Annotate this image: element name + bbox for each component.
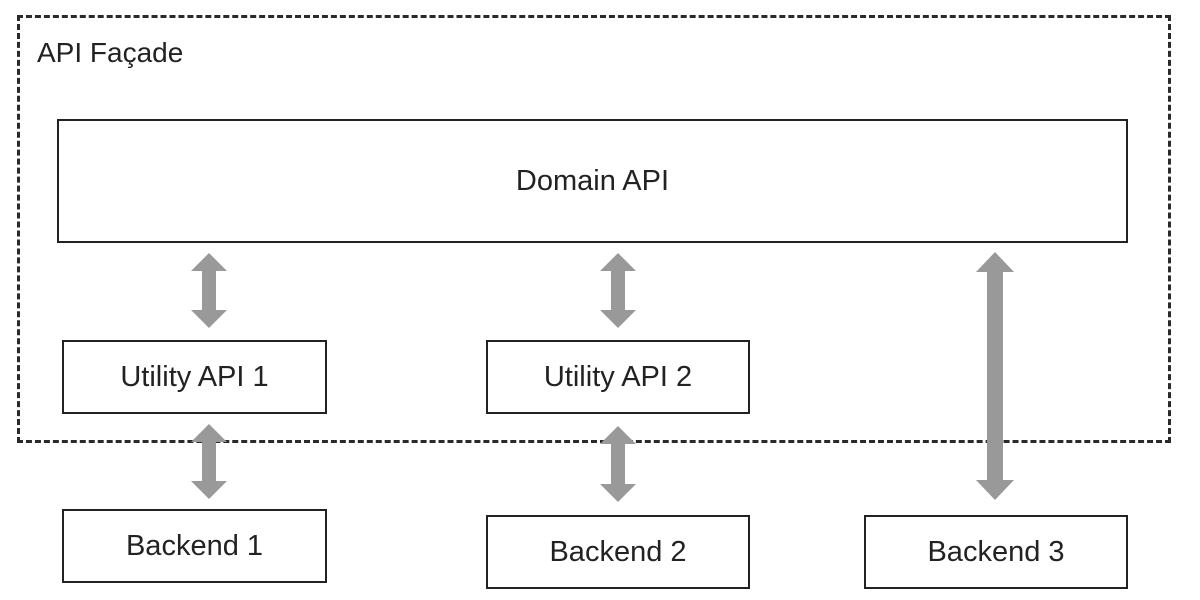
domain-api-label: Domain API <box>515 164 670 197</box>
utility-api-1-box: Utility API 1 <box>62 340 327 414</box>
backend-2-box: Backend 2 <box>486 515 750 589</box>
backend-3-box: Backend 3 <box>864 515 1128 589</box>
api-facade-boundary <box>17 15 1171 443</box>
utility-api-2-box: Utility API 2 <box>486 340 750 414</box>
api-facade-title: API Façade <box>37 37 184 68</box>
backend-1-box: Backend 1 <box>62 509 327 583</box>
backend-3-label: Backend 3 <box>927 535 1065 568</box>
utility-api-1-label: Utility API 1 <box>120 360 269 393</box>
backend-1-label: Backend 1 <box>125 529 264 562</box>
utility-api-2-label: Utility API 2 <box>543 360 693 393</box>
domain-api-box: Domain API <box>57 119 1128 243</box>
backend-2-label: Backend 2 <box>549 535 687 568</box>
